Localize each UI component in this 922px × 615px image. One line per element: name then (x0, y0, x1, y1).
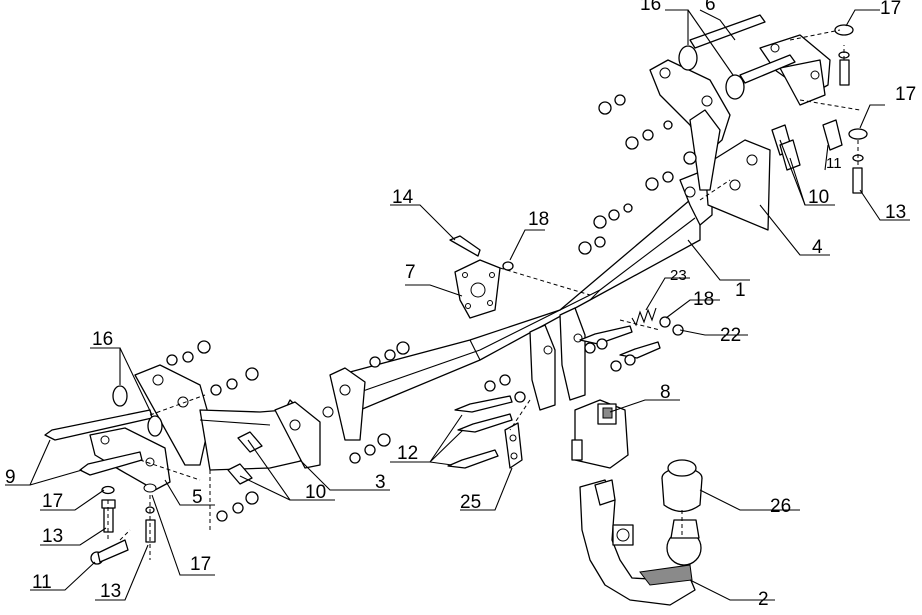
callout-7: 7 (405, 262, 416, 283)
callout-18-right: 18 (693, 289, 714, 310)
electrical-socket (571, 399, 629, 469)
callout-13-lower: 13 (100, 581, 121, 602)
callout-18-top: 18 (528, 209, 549, 230)
callout-25: 25 (460, 492, 481, 513)
left-bracket (134, 364, 366, 471)
callout-16-left: 16 (92, 329, 113, 350)
callout-13-right: 13 (885, 202, 906, 223)
callout-10-left: 10 (305, 482, 326, 503)
callout-17-left: 17 (42, 491, 63, 512)
callout-12: 12 (397, 443, 418, 464)
callout-2: 2 (758, 589, 769, 610)
callout-23: 23 (670, 267, 687, 284)
callout-11-right: 11 (826, 155, 842, 172)
callout-3: 3 (375, 472, 386, 493)
main-beam (339, 34, 831, 416)
callout-6: 6 (705, 0, 716, 15)
callout-8: 8 (660, 382, 671, 403)
callout-22: 22 (720, 325, 741, 346)
callout-9: 9 (5, 467, 16, 488)
callout-16-top: 16 (640, 0, 661, 15)
callout-5: 5 (192, 487, 203, 508)
callout-11-left: 11 (32, 572, 52, 593)
callout-10-right: 10 (808, 187, 829, 208)
socket-plate (454, 259, 501, 319)
plate-25 (504, 422, 523, 469)
alignment-lines (107, 29, 861, 560)
center-brackets (529, 307, 586, 411)
callout-17-top-right: 17 (880, 0, 901, 19)
callout-1: 1 (735, 280, 746, 301)
tow-ball-assembly (579, 479, 702, 606)
ball-cover (661, 459, 703, 513)
callout-14: 14 (392, 187, 414, 208)
callout-labels: 1 2 3 4 5 6 7 8 9 10 10 11 11 12 13 13 1… (5, 0, 916, 610)
callout-17-right: 17 (895, 84, 916, 105)
callout-17-lower: 17 (190, 554, 211, 575)
callout-13-left: 13 (42, 526, 63, 547)
callout-26: 26 (770, 496, 791, 517)
callout-4: 4 (812, 237, 823, 258)
leader-lines (5, 9, 910, 601)
